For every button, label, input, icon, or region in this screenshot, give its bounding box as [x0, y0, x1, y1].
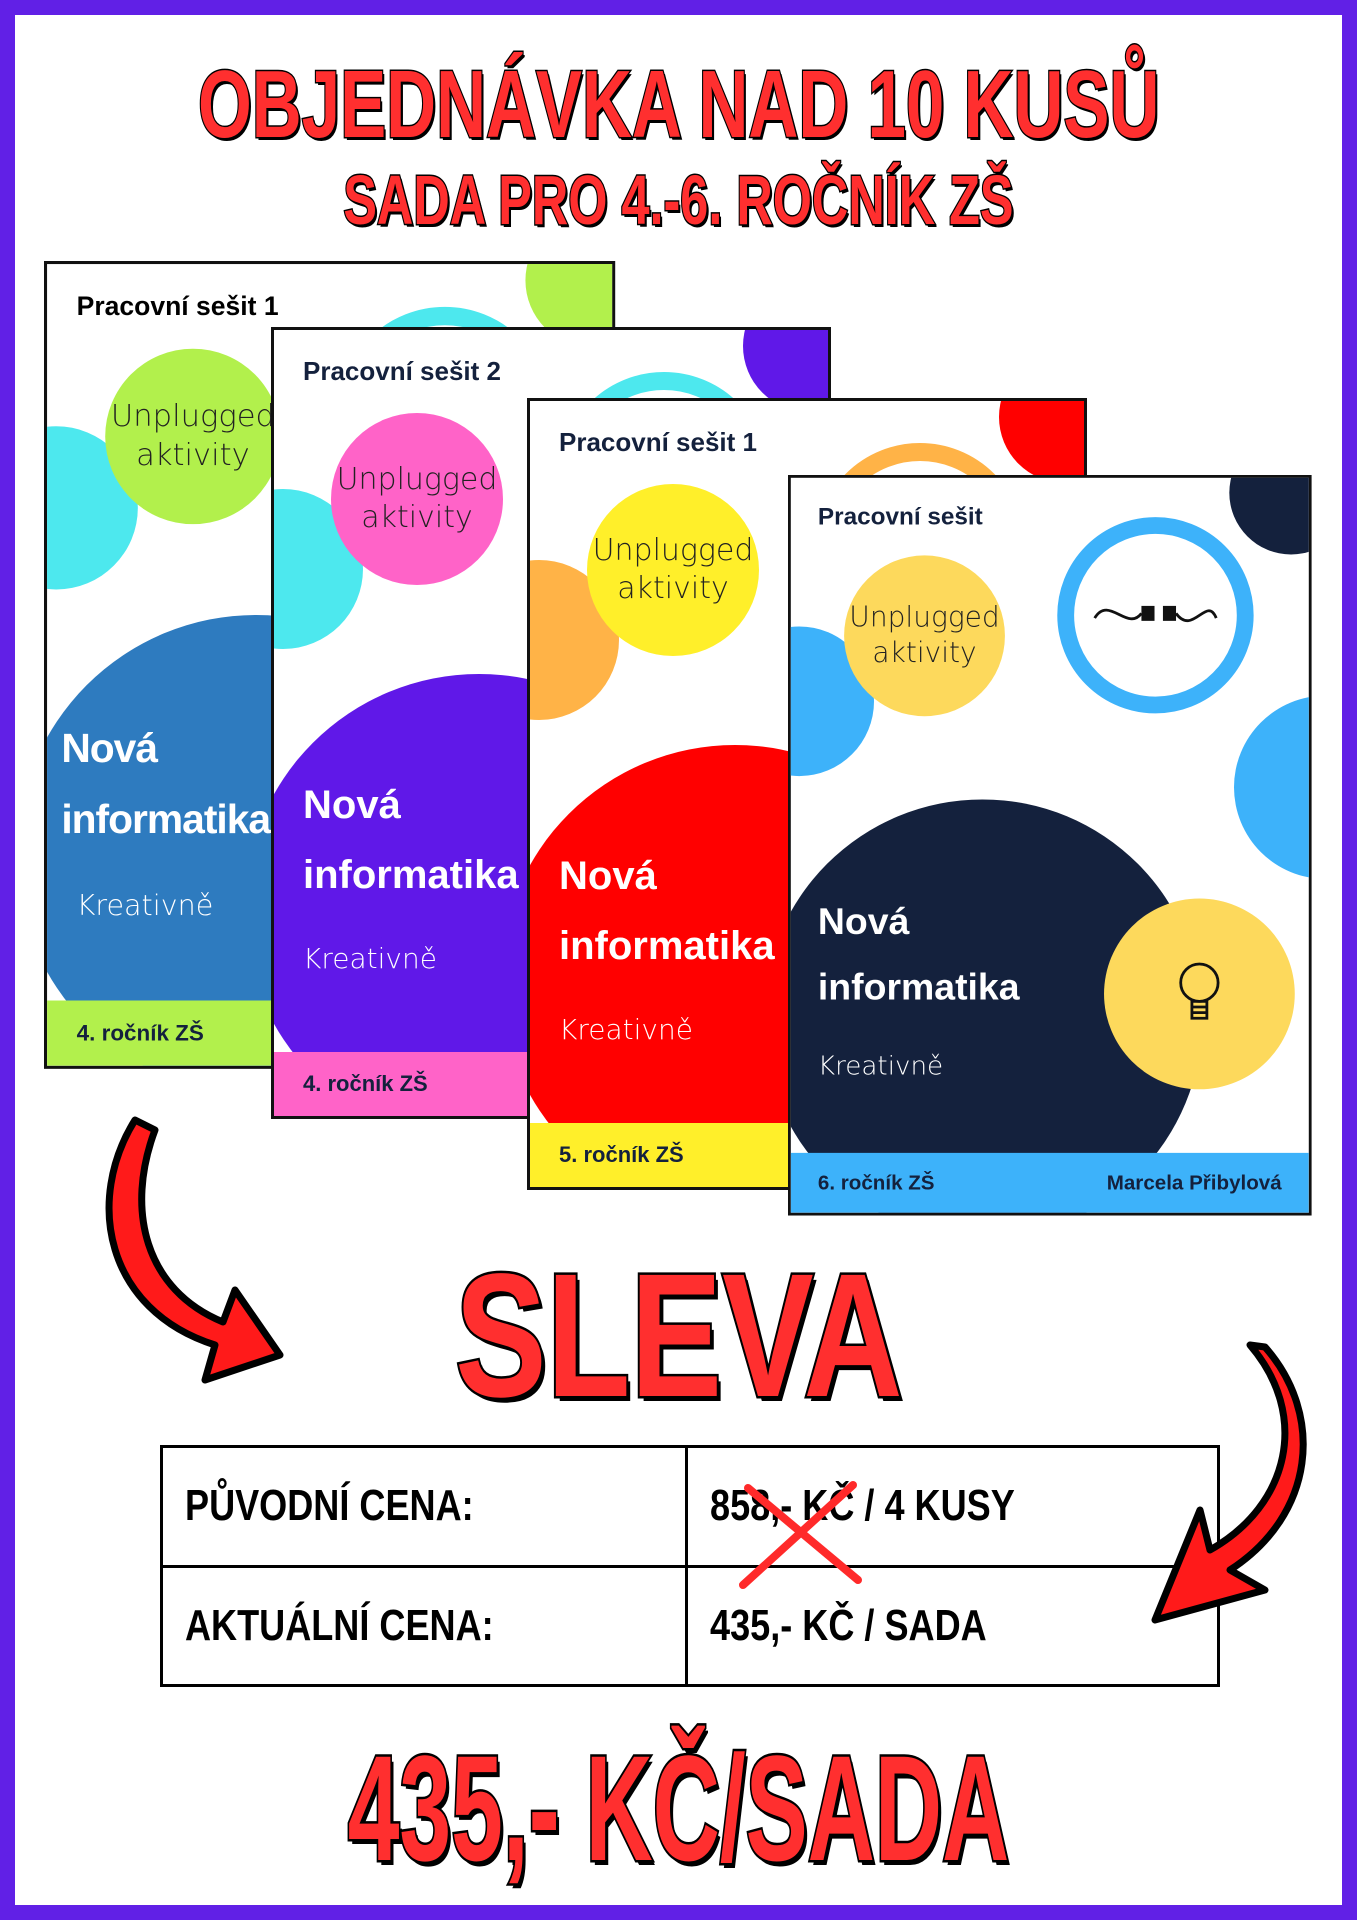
table-row-original-price: PŮVODNÍ CENA: 858,- KČ / 4 KUSY: [160, 1445, 1220, 1568]
current-price-value: 435,- KČ / SADA: [710, 1600, 987, 1650]
book-title-line1: Nová: [817, 901, 910, 943]
unplugged-badge: Unplugged aktivity: [844, 555, 1005, 717]
unplugged-badge: Unplugged aktivity: [105, 348, 281, 525]
book-title: Nová informatika: [818, 889, 1020, 1020]
grade-label: 4. ročník ZŠ: [303, 1071, 428, 1096]
book-tagline: Kreativně: [559, 1013, 693, 1046]
table-row-current-price: AKTUÁLNÍ CENA: 435,- KČ / SADA: [160, 1564, 1220, 1687]
decor-circle: [1229, 477, 1309, 555]
decor-circle: [999, 401, 1084, 483]
headline-text: OBJEDNÁVKA NAD 10 KUSŮ: [197, 50, 1161, 160]
original-price-value: 858,- KČ / 4 KUSY: [710, 1481, 1015, 1531]
book-tagline: Kreativně: [817, 1050, 944, 1081]
book-title-line1: Nová: [559, 854, 657, 898]
final-price: 435,- KČ/SADA: [0, 1722, 1357, 1895]
grade-label: 6. ročník ZŠ: [817, 1170, 935, 1195]
grade-bar: 6. ročník ZŠ Marcela Přibylová: [790, 1152, 1309, 1213]
book-title-line2: informatika: [61, 797, 271, 843]
decor-circle: [1104, 898, 1295, 1090]
headline-set: SADA PRO 4.-6. ROČNÍK ZŠ: [0, 160, 1357, 241]
curved-arrow-right-icon: [1151, 1341, 1307, 1624]
book-subtitle: Pracovní sešit 2: [303, 356, 501, 386]
table-cell-value: 435,- KČ / SADA: [685, 1564, 1220, 1687]
curved-arrow-left-icon: [105, 1116, 284, 1384]
table-cell-label: AKTUÁLNÍ CENA:: [160, 1564, 688, 1687]
book-tagline: Kreativně: [303, 942, 437, 975]
lightbulb-icon: [1179, 962, 1220, 1020]
final-price-text: 435,- KČ/SADA: [346, 1722, 1011, 1895]
table-cell-label: PŮVODNÍ CENA:: [160, 1445, 688, 1568]
book-title: Nová informatika: [61, 713, 271, 856]
headline-order: OBJEDNÁVKA NAD 10 KUSŮ: [0, 50, 1357, 160]
author-name: Marcela Přibylová: [1106, 1170, 1282, 1195]
unplugged-badge: Unplugged aktivity: [331, 413, 503, 585]
sleva-heading: SLEVA: [0, 1235, 1357, 1437]
sleva-text: SLEVA: [453, 1236, 904, 1437]
grade-label: 4. ročník ZŠ: [76, 1019, 204, 1046]
original-price-label: PŮVODNÍ CENA:: [185, 1481, 474, 1531]
strikethrough-cross-icon: [739, 1481, 862, 1589]
plug-icon: [1093, 605, 1218, 622]
price-table: PŮVODNÍ CENA: 858,- KČ / 4 KUSY AKTUÁLNÍ…: [160, 1445, 1220, 1687]
book-subtitle: Pracovní sešit 1: [76, 290, 279, 322]
book-title-line2: informatika: [559, 924, 775, 968]
unplugged-badge: Unplugged aktivity: [587, 484, 759, 656]
book-title-line1: Nová: [61, 726, 158, 771]
grade-label: 5. ročník ZŠ: [559, 1142, 684, 1167]
subheadline-text: SADA PRO 4.-6. ROČNÍK ZŠ: [342, 160, 1014, 241]
book-tagline: Kreativně: [76, 888, 214, 922]
decor-circle: [1233, 695, 1309, 879]
book-title-line2: informatika: [303, 853, 519, 897]
book-subtitle: Pracovní sešit: [817, 502, 983, 531]
book-title-line2: informatika: [817, 966, 1020, 1008]
book-title: Nová informatika: [303, 770, 519, 910]
book-title: Nová informatika: [559, 841, 775, 981]
current-price-label: AKTUÁLNÍ CENA:: [185, 1600, 494, 1650]
book-title-line1: Nová: [303, 783, 401, 827]
book-subtitle: Pracovní sešit 1: [559, 427, 757, 457]
